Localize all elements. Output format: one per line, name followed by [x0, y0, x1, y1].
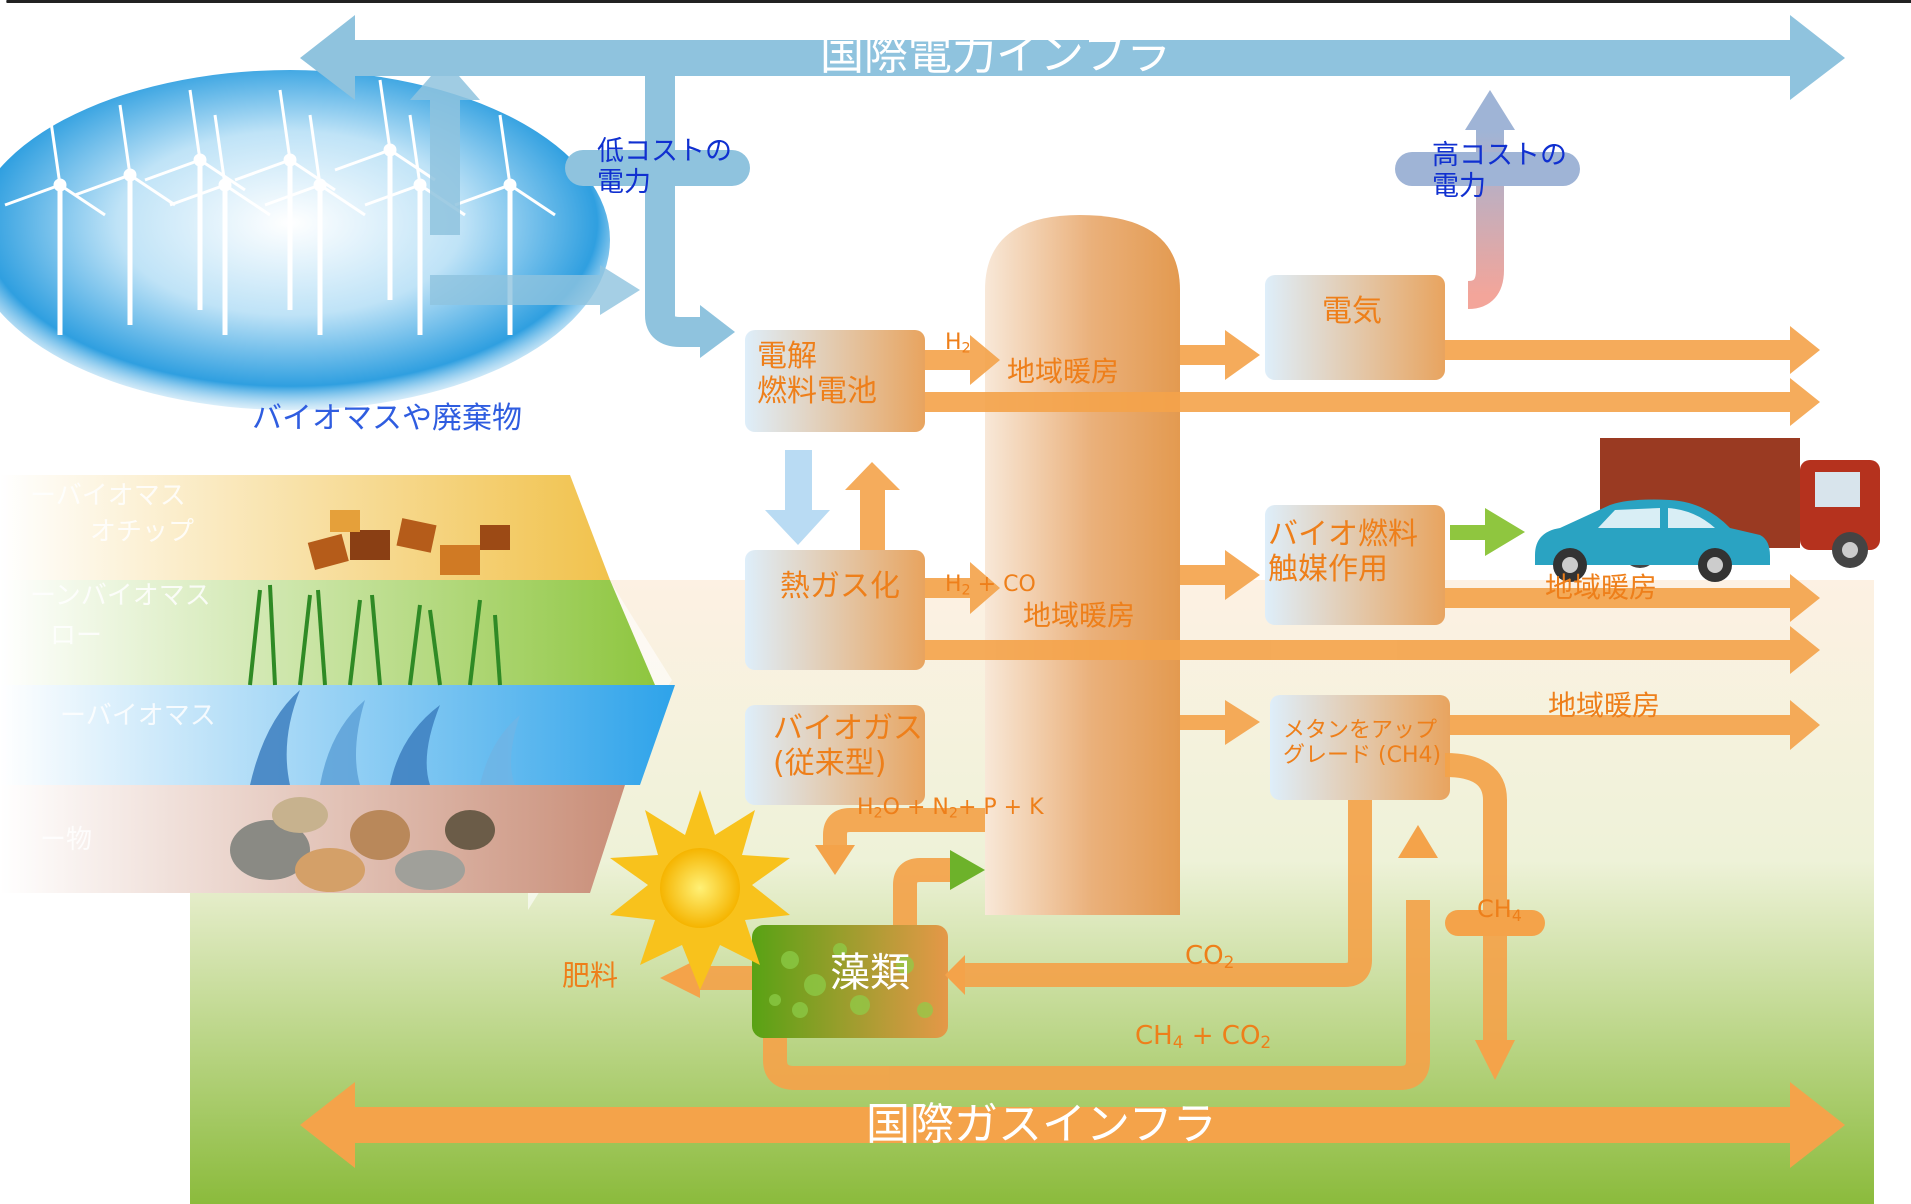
nutrients-flow-label: H2O + N2+ P + K — [857, 795, 1044, 822]
methane-upgrade-label: メタンをアップグレード (CH4) — [1283, 718, 1442, 769]
district-heating-label-2: 地域暖房 — [1023, 599, 1136, 632]
ch4-co2-flow-label: CH4 + CO2 — [1135, 1021, 1272, 1053]
gas-infra-arrow — [300, 1082, 1845, 1168]
electrolysis-label: 電解燃料電池 — [757, 339, 877, 409]
biogas-box — [745, 705, 925, 805]
low-cost-power-label: 低コストの電力 — [597, 136, 732, 199]
ch4-flow-label: CH4 — [1477, 895, 1522, 925]
gas-infra-label: 国際ガスインフラ — [866, 1099, 1217, 1150]
biomass-arrow — [0, 450, 675, 910]
power-infra-label: 国際電力インフラ — [820, 29, 1171, 80]
methane-box — [1270, 695, 1450, 800]
high-cost-power-label: 高コストの電力 — [1432, 140, 1567, 203]
biomass-row-3-label: ーバイオマス — [60, 701, 216, 731]
biomass-title: バイオマスや廃棄物 — [252, 401, 522, 436]
gasification-box — [745, 550, 925, 670]
biomass-row-2-sublabel: ロー — [50, 621, 103, 651]
biomass-row-1-sublabel: オチップ — [90, 517, 195, 547]
district-heating-label-1: 地域暖房 — [1007, 355, 1120, 388]
wind-turbines — [0, 0, 555, 335]
h2-co-flow-label: H2 + CO — [945, 572, 1036, 599]
electricity-label: 電気 — [1322, 294, 1382, 329]
biogas-label: バイオガス(従来型) — [773, 711, 923, 781]
central-column — [985, 215, 1180, 915]
biomass-row-1-label: ーバイオマス — [30, 481, 186, 511]
biomass-row-2-label: ーンバイオマス — [30, 581, 211, 611]
electricity-box — [1265, 275, 1445, 380]
power-infra-arrow — [300, 15, 1845, 100]
h2-flow-label: H2 — [945, 330, 971, 357]
co2-flow-label: CO2 — [1185, 941, 1235, 973]
biomass-row-4-label: ー物 — [40, 825, 93, 855]
biofuel-label: バイオ燃料触媒作用 — [1268, 517, 1418, 587]
sea-ellipse — [0, 70, 610, 410]
biofuel-box — [1265, 505, 1445, 625]
fertilizer-label: 肥料 — [562, 959, 619, 992]
gasification-label: 熱ガス化 — [780, 569, 900, 604]
algae-label: 藻類 — [830, 950, 910, 996]
district-heating-label-4: 地域暖房 — [1548, 689, 1661, 722]
district-heating-label-3: 地域暖房 — [1545, 571, 1658, 604]
electrolysis-box — [745, 330, 925, 432]
sun-graphic — [610, 790, 790, 990]
car-graphic — [1535, 499, 1770, 582]
